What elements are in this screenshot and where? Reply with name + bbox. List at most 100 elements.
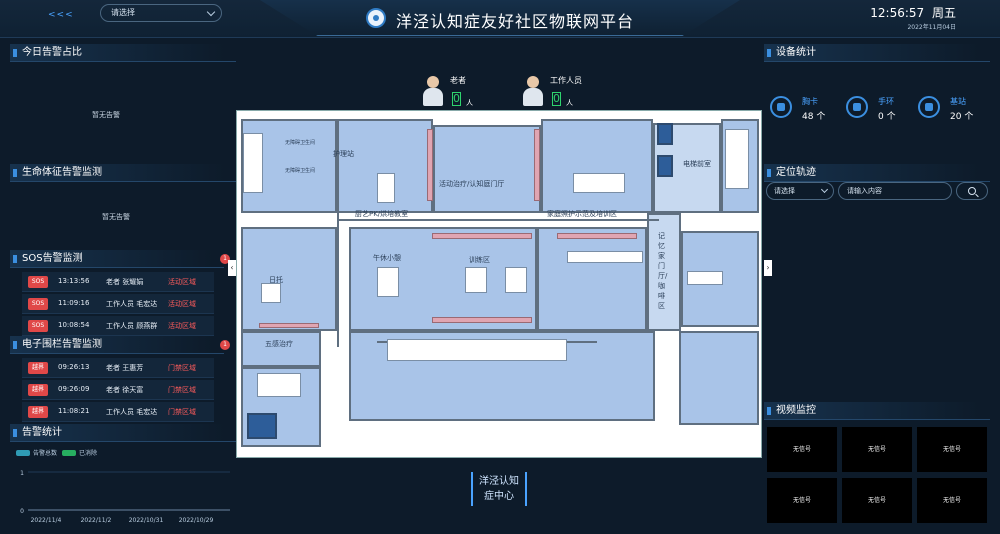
room-restrooms[interactable] <box>679 331 759 425</box>
room-memory[interactable] <box>647 213 681 331</box>
room-family[interactable] <box>541 119 653 213</box>
stairs <box>725 129 749 189</box>
alert-time: 11:09:16 <box>58 299 90 307</box>
location-person-select[interactable]: 请选择 <box>766 182 834 200</box>
clock: 12:56:57 周五 2022年11月04日 <box>870 4 956 31</box>
camera-feed[interactable]: 无信号 <box>767 478 837 523</box>
label-bathroom-b: 无障碍卫生间 <box>285 168 316 174</box>
legend-total[interactable]: 告警总数 <box>16 448 57 457</box>
chevron-down-icon <box>206 7 216 17</box>
table <box>687 271 723 285</box>
staff-unit: 人 <box>566 99 573 107</box>
center-location-button[interactable]: 洋泾认知 症中心 <box>471 472 527 506</box>
today-alarm-empty: 暂无告警 <box>92 111 120 119</box>
counter <box>427 129 433 201</box>
camera-feed[interactable]: 无信号 <box>917 478 987 523</box>
map-next-arrow[interactable]: › <box>764 260 772 276</box>
location-search-input[interactable]: 请输入内容 <box>838 182 952 200</box>
center-button-line2: 症中心 <box>484 491 514 502</box>
map-prev-arrow[interactable]: ‹ <box>228 260 236 276</box>
table <box>261 283 281 303</box>
vital-alarm-empty: 暂无告警 <box>102 213 130 221</box>
y-tick-label: 1 <box>20 470 24 477</box>
vital-alarm-header: 生命体征告警监测 <box>10 164 236 182</box>
table <box>505 267 527 293</box>
sos-alarm-header: SOS告警监测 <box>10 250 224 268</box>
staff-avatar <box>522 76 544 106</box>
x-tick-label: 2022/11/2 <box>81 517 112 524</box>
platform-logo <box>366 8 386 28</box>
floor-plan-map[interactable]: 电梯前室 厨艺PK/烘培教室 活动治疗/认知庭门厅 家庭照护示范及培训区 记忆家… <box>236 110 762 458</box>
counter <box>432 233 532 239</box>
legend-cleared[interactable]: 已消除 <box>62 448 97 457</box>
title-area: 洋泾认知症友好社区物联网平台 <box>260 0 740 38</box>
clock-date: 2022年11月04日 <box>907 24 956 31</box>
stairs <box>387 339 567 361</box>
page-title: 洋泾认知症友好社区物联网平台 <box>396 12 635 31</box>
label-kitchen: 厨艺PK/烘培教室 <box>355 210 409 218</box>
room-activity[interactable] <box>433 125 541 213</box>
legend-cleared-label: 已消除 <box>79 450 98 457</box>
device-name: 胸卡 <box>802 97 818 106</box>
table <box>377 173 395 203</box>
alert-person: 老者 徐天富 <box>106 386 144 394</box>
camera-feed[interactable]: 无信号 <box>917 427 987 472</box>
base-station-icon <box>918 96 940 118</box>
stairs <box>243 133 263 193</box>
camera-feed[interactable]: 无信号 <box>767 427 837 472</box>
legend-total-swatch <box>16 450 30 456</box>
fence-alarm-header: 电子围栏告警监测 <box>10 336 224 354</box>
alert-person: 工作人员 毛宏达 <box>106 300 158 308</box>
alarm-stats-header: 告警统计 <box>10 424 236 442</box>
community-select-value: 请选择 <box>111 8 135 17</box>
chevron-down-icon <box>820 185 829 194</box>
dark-block <box>247 413 277 439</box>
fence-count-badge: 1 <box>220 340 230 350</box>
elder-count: 0 <box>452 92 461 106</box>
counter <box>534 129 540 201</box>
elder-avatar <box>422 76 444 106</box>
legend-cleared-swatch <box>62 450 76 456</box>
alert-tag: SOS <box>28 298 48 310</box>
table <box>567 251 643 263</box>
top-bar: <<< 请选择 洋泾认知症友好社区物联网平台 12:56:57 周五 2022年… <box>0 0 1000 38</box>
community-select[interactable]: 请选择 <box>100 4 222 22</box>
alert-time: 13:13:56 <box>58 277 90 285</box>
title-decoration <box>260 0 740 36</box>
label-office: 护理站 <box>333 150 354 158</box>
badge-card-icon <box>770 96 792 118</box>
camera-feed[interactable]: 无信号 <box>842 427 912 472</box>
elder-unit: 人 <box>466 99 473 107</box>
x-tick-label: 2022/10/31 <box>129 517 164 524</box>
elder-label: 老者 <box>450 76 466 85</box>
label-activity: 活动治疗/认知庭门厅 <box>439 180 505 188</box>
camera-feed[interactable]: 无信号 <box>842 478 912 523</box>
back-button[interactable]: <<< <box>48 10 74 20</box>
location-track-header: 定位轨迹 <box>764 164 990 182</box>
label-daycare: 日托 <box>269 276 283 284</box>
room-five-sense[interactable] <box>241 331 321 367</box>
clock-weekday: 周五 <box>931 6 956 20</box>
location-search-button[interactable] <box>956 182 988 200</box>
alert-tag: SOS <box>28 320 48 332</box>
sos-count-badge: 1 <box>220 254 230 264</box>
today-alarm-header: 今日告警占比 <box>10 44 236 62</box>
counter <box>259 323 319 328</box>
device-count: 0 个 <box>878 112 896 122</box>
alert-time: 09:26:09 <box>58 385 90 393</box>
alert-person: 工作人员 顾燕群 <box>106 322 158 330</box>
center-button-line1: 洋泾认知 <box>479 476 519 487</box>
room-daycare[interactable] <box>241 227 337 331</box>
location-select-value: 请选择 <box>774 187 795 195</box>
room-east-lounge[interactable] <box>537 227 647 331</box>
table <box>573 173 625 193</box>
device-name: 基站 <box>950 97 966 106</box>
alert-tag: 越界 <box>28 384 48 396</box>
alert-zone: 活动区域 <box>168 322 196 330</box>
